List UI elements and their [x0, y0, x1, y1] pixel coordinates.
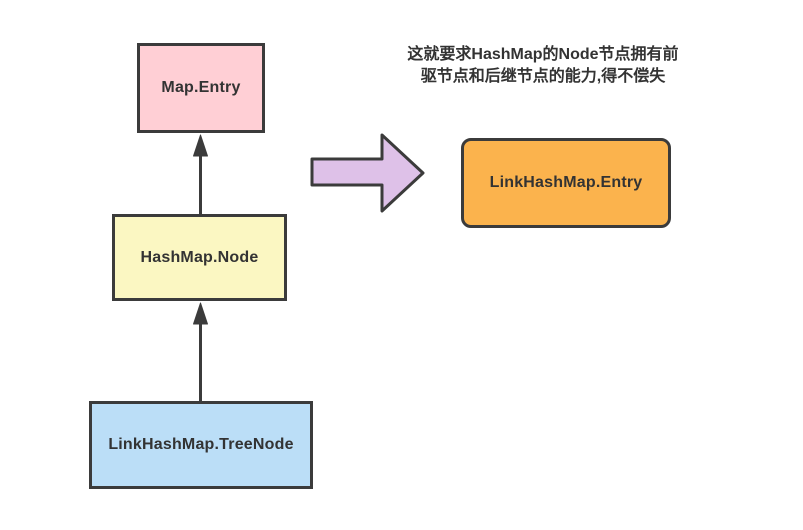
node-map-entry-label: Map.Entry — [161, 79, 241, 96]
node-hashmap-node-label: HashMap.Node — [140, 248, 259, 266]
annotation-text: 这就要求HashMap的Node节点拥有前 驱节点和后继节点的能力,得不偿失 — [387, 44, 699, 88]
inheritance-arrow-treenode-to-hashmapnode — [193, 302, 208, 402]
annotation-line-2: 驱节点和后继节点的能力,得不偿失 — [420, 68, 666, 85]
node-hashmap-node: HashMap.Node — [112, 214, 287, 301]
node-linkhashmap-treenode-label: LinkHashMap.TreeNode — [108, 436, 294, 453]
right-block-arrow-icon — [310, 133, 425, 213]
inheritance-arrow-hashmapnode-to-mapentry — [193, 134, 208, 215]
annotation-line-1: 这就要求HashMap的Node节点拥有前 — [407, 46, 679, 63]
node-linkhashmap-entry-label: LinkHashMap.Entry — [489, 174, 643, 191]
node-linkhashmap-entry: LinkHashMap.Entry — [461, 138, 671, 228]
node-map-entry: Map.Entry — [137, 43, 265, 133]
node-linkhashmap-treenode: LinkHashMap.TreeNode — [89, 401, 313, 489]
